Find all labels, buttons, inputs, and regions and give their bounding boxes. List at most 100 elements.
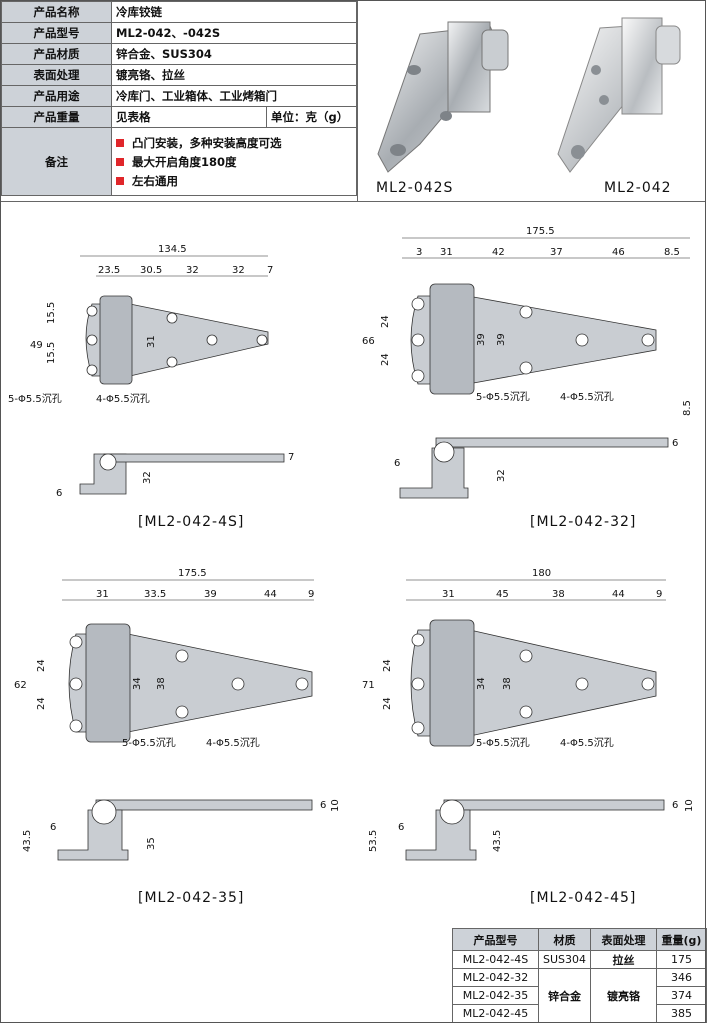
dim-side: 35 <box>146 837 157 850</box>
dim-v: 24 <box>382 659 393 672</box>
spec-value: 冷库门、工业箱体、工业烤箱门 <box>111 85 357 107</box>
spec-label: 产品重量 <box>1 106 112 128</box>
dim-side: 6 <box>320 800 326 811</box>
dim-side: 6 <box>56 488 62 499</box>
hinge-leaf <box>99 295 133 385</box>
dim-total: 175.5 <box>178 568 207 579</box>
dim-seg: 31 <box>442 589 455 600</box>
dim-seg: 44 <box>264 589 277 600</box>
header-divider <box>357 1 358 201</box>
holes-a: 5-Φ5.5沉孔 <box>122 736 176 749</box>
dim-side: 10 <box>684 799 695 812</box>
table-row: ML2-042-45 385 <box>452 1004 707 1023</box>
table-row: ML2-042-4S SUS304 拉丝 175 <box>452 950 707 969</box>
note-text: 凸门安装，多种安装高度可选 <box>132 135 282 150</box>
note-item: 最大开启角度180度 <box>116 152 352 171</box>
holes-a: 5-Φ5.5沉孔 <box>476 390 530 403</box>
cell-material: SUS304 <box>537 950 592 969</box>
drawing-4s: 134.5 23.5 30.5 32 32 7 49 15.5 15.5 31 … <box>8 244 294 499</box>
dim-side: 6 <box>394 458 400 469</box>
photo-label: ML2-042 <box>604 180 672 196</box>
dim-seg: 46 <box>612 247 625 258</box>
dim-seg: 30.5 <box>140 265 162 276</box>
section-divider <box>0 201 706 202</box>
dim-side: 32 <box>496 469 507 482</box>
dim-side: 53.5 <box>368 830 379 852</box>
weight-header: 重量(g) <box>655 928 707 951</box>
table-row: ML2-042-32 锌合金 镀亮铬 346 <box>452 968 707 1023</box>
cell-model: ML2-042-4S <box>452 950 539 969</box>
weight-header: 表面处理 <box>590 928 657 951</box>
hinge-photo-042s <box>377 21 509 173</box>
spec-value: 见表格 <box>111 106 267 128</box>
dim-inner: 34 <box>132 677 143 690</box>
holes-a: 5-Φ5.5沉孔 <box>476 736 530 749</box>
dim-side: 8.5 <box>682 400 693 416</box>
notes-cell: 凸门安装，多种安装高度可选 最大开启角度180度 左右通用 <box>111 127 357 196</box>
bullet-square-icon <box>116 157 124 166</box>
holes-a: 5-Φ5.5沉孔 <box>8 392 62 405</box>
dim-seg: 37 <box>550 247 563 258</box>
dim-inner: 39 <box>496 333 507 346</box>
dim-total: 134.5 <box>158 244 187 255</box>
dim-side: 6 <box>398 822 404 833</box>
dim-v: 15.5 <box>46 342 57 364</box>
holes-b: 4-Φ5.5沉孔 <box>96 392 150 405</box>
spec-label: 产品用途 <box>1 85 112 107</box>
dim-seg: 23.5 <box>98 265 120 276</box>
drawing-35: 175.5 31 33.5 39 44 9 62 24 24 34 38 5-Φ… <box>14 568 341 861</box>
dim-inner: 34 <box>476 677 487 690</box>
drawing-32: 175.5 3 31 42 37 46 8.5 66 24 24 39 39 5… <box>362 226 693 499</box>
weight-header: 材质 <box>537 928 592 951</box>
note-text: 最大开启角度180度 <box>132 154 237 169</box>
dim-seg: 42 <box>492 247 505 258</box>
bullet-square-icon <box>116 176 124 185</box>
dim-inner: 38 <box>502 677 513 690</box>
spec-label: 表面处理 <box>1 64 112 86</box>
drawing-caption: [ML2-042-45] <box>530 890 637 906</box>
dim-seg: 9 <box>308 589 314 600</box>
dim-height: 71 <box>362 680 375 691</box>
dim-seg: 8.5 <box>664 247 680 258</box>
dim-side: 32 <box>142 471 153 484</box>
drawing-45: 180 31 45 38 44 9 71 24 24 34 38 5-Φ5.5沉… <box>362 568 695 861</box>
spec-label: 产品名称 <box>1 1 112 23</box>
dim-seg: 45 <box>496 589 509 600</box>
dim-height: 49 <box>30 340 43 351</box>
dim-side: 43.5 <box>492 830 503 852</box>
cell-weight: 346 <box>655 968 707 987</box>
cell-model: ML2-042-32 <box>452 968 539 987</box>
dim-seg: 7 <box>267 265 273 276</box>
weight-table: 产品型号 材质 表面处理 重量(g) ML2-042-4S SUS304 拉丝 … <box>452 928 707 1023</box>
holes-b: 4-Φ5.5沉孔 <box>560 736 614 749</box>
drawing-caption: [ML2-042-4S] <box>138 514 245 530</box>
dim-seg: 9 <box>656 589 662 600</box>
dim-seg: 44 <box>612 589 625 600</box>
dim-total: 175.5 <box>526 226 555 237</box>
note-text: 左右通用 <box>132 173 178 188</box>
spec-value: 锌合金、SUS304 <box>111 43 357 65</box>
spec-value: 冷库铰链 <box>111 1 357 23</box>
dim-height: 62 <box>14 680 27 691</box>
holes-b: 4-Φ5.5沉孔 <box>560 390 614 403</box>
spec-unit: 单位：克（g） <box>266 106 357 128</box>
dim-v: 24 <box>380 353 391 366</box>
dim-total: 180 <box>532 568 551 579</box>
dim-seg: 31 <box>440 247 453 258</box>
dim-v: 24 <box>36 697 47 710</box>
dim-seg: 3 <box>416 247 422 258</box>
drawing-caption: [ML2-042-35] <box>138 890 245 906</box>
dim-inner: 39 <box>476 333 487 346</box>
dim-seg: 31 <box>96 589 109 600</box>
dim-v: 15.5 <box>46 302 57 324</box>
dim-side: 7 <box>288 452 294 463</box>
holes-b: 4-Φ5.5沉孔 <box>206 736 260 749</box>
note-item: 左右通用 <box>116 171 352 190</box>
dim-v: 24 <box>382 697 393 710</box>
dim-inner: 31 <box>146 335 157 348</box>
bullet-square-icon <box>116 138 124 147</box>
hinge-photo-042 <box>557 17 681 173</box>
dim-seg: 33.5 <box>144 589 166 600</box>
